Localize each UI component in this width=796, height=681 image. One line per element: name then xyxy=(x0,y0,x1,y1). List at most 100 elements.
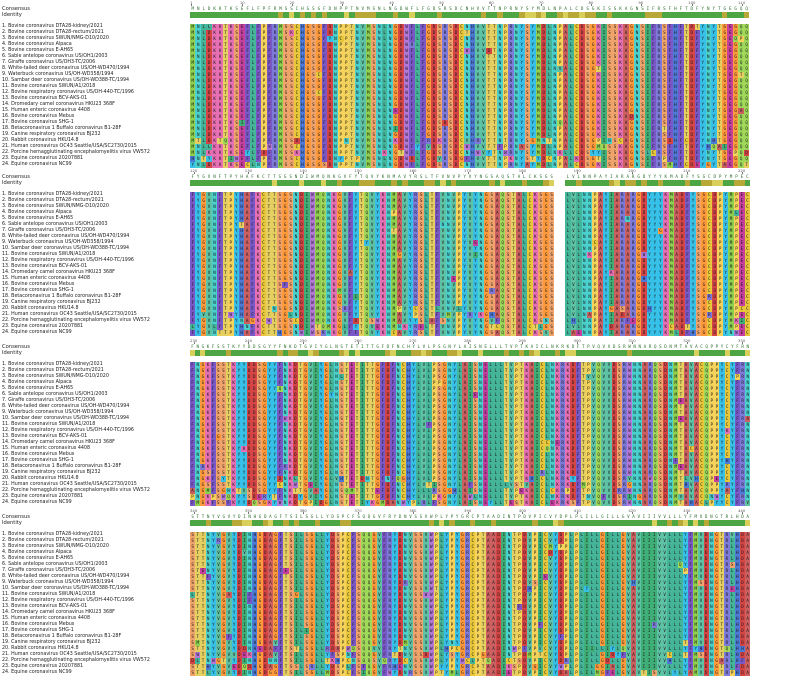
residue-cell: L xyxy=(562,150,569,156)
residue-cell: D xyxy=(298,258,305,264)
residue-cell: D xyxy=(327,156,333,162)
residue-cell: S xyxy=(277,246,283,252)
residue-cell: M xyxy=(190,60,196,66)
residue-cell: Y xyxy=(646,270,653,276)
residue-cell: H xyxy=(672,30,679,36)
residue-cell: C xyxy=(294,24,300,30)
residue-cell: K xyxy=(331,216,337,222)
residue-cell: W xyxy=(403,144,410,150)
consensus-residue: G xyxy=(630,6,633,11)
residue-cell: D xyxy=(398,30,404,36)
residue-cell: P xyxy=(733,252,740,258)
residue-cell: V xyxy=(440,264,446,270)
residue-cell: D xyxy=(689,84,695,90)
residue-cell: P xyxy=(338,48,344,54)
residue-cell: F xyxy=(217,282,223,288)
residue-cell: D xyxy=(431,72,437,78)
residue-cell: Y xyxy=(407,234,413,240)
residue-cell: K xyxy=(595,54,602,60)
residue-cell: D xyxy=(206,42,212,48)
residue-cell: Y xyxy=(407,306,413,312)
residue-cell: M xyxy=(728,198,734,204)
residue-cell: G xyxy=(590,30,596,36)
residue-cell: S xyxy=(612,96,618,102)
residue-cell: N xyxy=(332,102,339,108)
residue-cell: N xyxy=(293,204,299,210)
residue-cell: G xyxy=(701,192,707,198)
residue-cell: Y xyxy=(722,270,729,276)
residue-cell: I xyxy=(304,300,310,306)
residue-cell: S xyxy=(584,120,591,126)
residue-cell: K xyxy=(380,234,386,240)
residue-cell: V xyxy=(475,24,481,30)
residue-cell: Y xyxy=(195,252,201,258)
residue-cell: F xyxy=(255,138,262,144)
residue-cell: P xyxy=(228,288,234,294)
residue-cell: M xyxy=(277,54,284,60)
identity-column xyxy=(678,12,684,18)
residue-cell: S xyxy=(418,234,424,240)
residue-cell: K xyxy=(217,102,223,108)
residue-cell: F xyxy=(694,144,701,150)
consensus-residue: Y xyxy=(648,174,651,179)
residue-cell: V xyxy=(402,240,408,246)
residue-cell: K xyxy=(211,162,218,168)
residue-cell: F xyxy=(694,78,701,84)
residue-cell: V xyxy=(451,282,457,288)
consensus-residue: V xyxy=(343,174,347,179)
residue-cell: L xyxy=(546,48,552,54)
residue-cell: S xyxy=(277,288,283,294)
residue-cell: Y xyxy=(364,240,370,246)
residue-cell: L xyxy=(423,204,430,210)
residue-cell: V xyxy=(206,252,212,258)
residue-cell: K xyxy=(380,216,386,222)
residue-cell: Q xyxy=(320,198,326,204)
residue-cell: P xyxy=(261,78,267,84)
residue-cell: H xyxy=(469,72,476,78)
residue-cell: F xyxy=(249,270,256,276)
residue-cell: Y xyxy=(519,96,525,102)
residue-cell: W xyxy=(403,60,410,66)
residue-cell: V xyxy=(360,84,366,90)
residue-cell: A xyxy=(396,240,403,246)
residue-cell: T xyxy=(349,120,355,126)
residue-cell: S xyxy=(606,36,613,42)
residue-cell: C xyxy=(573,126,580,132)
sequence-name: 5. Bovine coronavirus E-AH65 xyxy=(2,216,74,221)
residue-cell: Y xyxy=(652,192,658,198)
consensus-residue: Q xyxy=(739,6,743,11)
residue-cell: G xyxy=(336,192,343,198)
residue-cell: V xyxy=(440,246,446,252)
residue-cell: K xyxy=(532,216,538,222)
residue-cell: L xyxy=(546,132,552,138)
residue-cell: Q xyxy=(732,36,739,42)
residue-cell: S xyxy=(447,132,454,138)
residue-cell: Q xyxy=(499,288,506,294)
residue-cell: T xyxy=(349,156,355,162)
residue-cell: I xyxy=(601,90,607,96)
residue-cell: F xyxy=(409,114,415,120)
residue-cell: N xyxy=(586,258,593,264)
residue-cell: G xyxy=(701,252,707,258)
residue-cell: H xyxy=(672,102,679,108)
residue-cell: L xyxy=(576,228,582,234)
residue-cell: N xyxy=(195,90,201,96)
residue-cell: V xyxy=(369,252,375,258)
residue-cell: V xyxy=(475,72,481,78)
residue-cell: D xyxy=(261,150,267,156)
identity-column xyxy=(690,180,696,186)
residue-cell: Y xyxy=(603,198,609,204)
residue-cell: Y xyxy=(353,216,359,222)
consensus-residue: N xyxy=(447,174,450,179)
residue-cell: Q xyxy=(320,270,326,276)
consensus-residue: G xyxy=(427,6,430,11)
residue-cell: G xyxy=(316,84,322,90)
residue-cell: S xyxy=(233,132,240,138)
residue-cell: S xyxy=(447,144,454,150)
sequence-name: 17. Bovine coronavirus SHG-1 xyxy=(2,288,74,293)
consensus-residue: D xyxy=(432,6,436,11)
